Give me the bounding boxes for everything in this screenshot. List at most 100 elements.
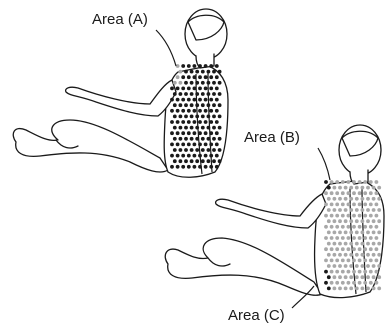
leader-area-b bbox=[318, 148, 330, 180]
dot-area-a bbox=[173, 103, 177, 107]
dot-back bbox=[355, 231, 359, 235]
dot-back bbox=[349, 275, 353, 279]
dot-area-a bbox=[201, 81, 205, 85]
dot-area-a bbox=[179, 115, 183, 119]
dot-back bbox=[363, 191, 367, 195]
dot-back bbox=[372, 208, 376, 212]
dot-area-a bbox=[204, 109, 208, 113]
dot-back bbox=[377, 208, 381, 212]
dot-area-a bbox=[207, 126, 211, 130]
dot-area-a bbox=[170, 143, 174, 147]
dot-area-a bbox=[198, 64, 202, 68]
dot-back bbox=[330, 203, 334, 207]
dot-back bbox=[349, 253, 353, 257]
dot-back bbox=[366, 275, 370, 279]
dot-area-a bbox=[215, 143, 219, 147]
dot-area-a bbox=[187, 120, 191, 124]
dot-back bbox=[361, 219, 365, 223]
dot-back bbox=[349, 208, 353, 212]
dot-area-a bbox=[176, 120, 180, 124]
dot-back bbox=[352, 270, 356, 274]
dot-back bbox=[333, 219, 337, 223]
dot-back bbox=[352, 236, 356, 240]
leader-area-a bbox=[156, 30, 176, 66]
dot-area-a bbox=[190, 126, 194, 130]
dot-area-a bbox=[218, 126, 222, 130]
dot-back bbox=[358, 191, 362, 195]
dot-back bbox=[335, 203, 339, 207]
dot-area-a bbox=[207, 137, 211, 141]
dot-area-a bbox=[212, 92, 216, 96]
dot-area-a bbox=[187, 131, 191, 135]
dot-area-a bbox=[198, 120, 202, 124]
dot-back bbox=[347, 203, 351, 207]
dot-back bbox=[341, 203, 345, 207]
dot-back bbox=[335, 270, 339, 274]
dot-back bbox=[335, 225, 339, 229]
dot-back bbox=[363, 281, 367, 285]
dot-area-a bbox=[209, 98, 213, 102]
dot-area-a bbox=[204, 165, 208, 169]
dot-back bbox=[341, 281, 345, 285]
dot-back bbox=[341, 270, 345, 274]
dot-back bbox=[330, 247, 334, 251]
dot-back bbox=[366, 208, 370, 212]
dot-area-a bbox=[218, 137, 222, 141]
dot-area-a bbox=[207, 92, 211, 96]
dot-area-a bbox=[218, 103, 222, 107]
dot-area-a bbox=[212, 103, 216, 107]
dot-area-a bbox=[207, 115, 211, 119]
dot-area-a bbox=[173, 126, 177, 130]
dot-back bbox=[355, 219, 359, 223]
dot-area-a bbox=[195, 103, 199, 107]
dot-area-a bbox=[187, 87, 191, 91]
dot-area-a bbox=[184, 159, 188, 163]
figure-bottom-legs bbox=[165, 238, 322, 295]
dot-area-a bbox=[204, 154, 208, 158]
dot-back bbox=[347, 247, 351, 251]
dot-area-a bbox=[181, 143, 185, 147]
dot-back bbox=[375, 281, 379, 285]
dot-area-a bbox=[215, 98, 219, 102]
dot-back bbox=[327, 219, 331, 223]
dot-back bbox=[366, 197, 370, 201]
dot-back bbox=[324, 236, 328, 240]
dot-area-a bbox=[209, 109, 213, 113]
dot-back bbox=[333, 287, 337, 291]
dot-area-a bbox=[184, 148, 188, 152]
dot-area-a bbox=[179, 137, 183, 141]
dot-area-a bbox=[181, 131, 185, 135]
dot-back bbox=[375, 180, 379, 184]
dot-back bbox=[375, 225, 379, 229]
label-area-a: Area (A) bbox=[92, 11, 148, 28]
dot-area-a bbox=[181, 75, 185, 79]
dot-back bbox=[366, 264, 370, 268]
dot-area-a bbox=[212, 81, 216, 85]
dot-area-a bbox=[184, 126, 188, 130]
dot-area-a bbox=[215, 64, 219, 68]
dot-area-a bbox=[190, 159, 194, 163]
dot-back bbox=[330, 270, 334, 274]
dot-back bbox=[377, 242, 381, 246]
dot-back bbox=[349, 242, 353, 246]
dot-back bbox=[330, 225, 334, 229]
dot-area-a bbox=[218, 115, 222, 119]
dot-back bbox=[335, 247, 339, 251]
dot-area-a bbox=[198, 165, 202, 169]
dot-back bbox=[372, 242, 376, 246]
dot-back bbox=[347, 180, 351, 184]
dot-area-a bbox=[195, 137, 199, 141]
dot-area-a bbox=[181, 87, 185, 91]
dot-area-a bbox=[170, 120, 174, 124]
dot-area-a bbox=[179, 81, 183, 85]
dot-area-a bbox=[195, 70, 199, 74]
dot-back bbox=[338, 275, 342, 279]
dot-area-a bbox=[173, 148, 177, 152]
dot-back bbox=[369, 180, 373, 184]
dot-back bbox=[352, 247, 356, 251]
dot-area-a bbox=[201, 115, 205, 119]
dot-back bbox=[358, 203, 362, 207]
dot-back bbox=[363, 214, 367, 218]
figure-top-legs bbox=[13, 120, 168, 172]
